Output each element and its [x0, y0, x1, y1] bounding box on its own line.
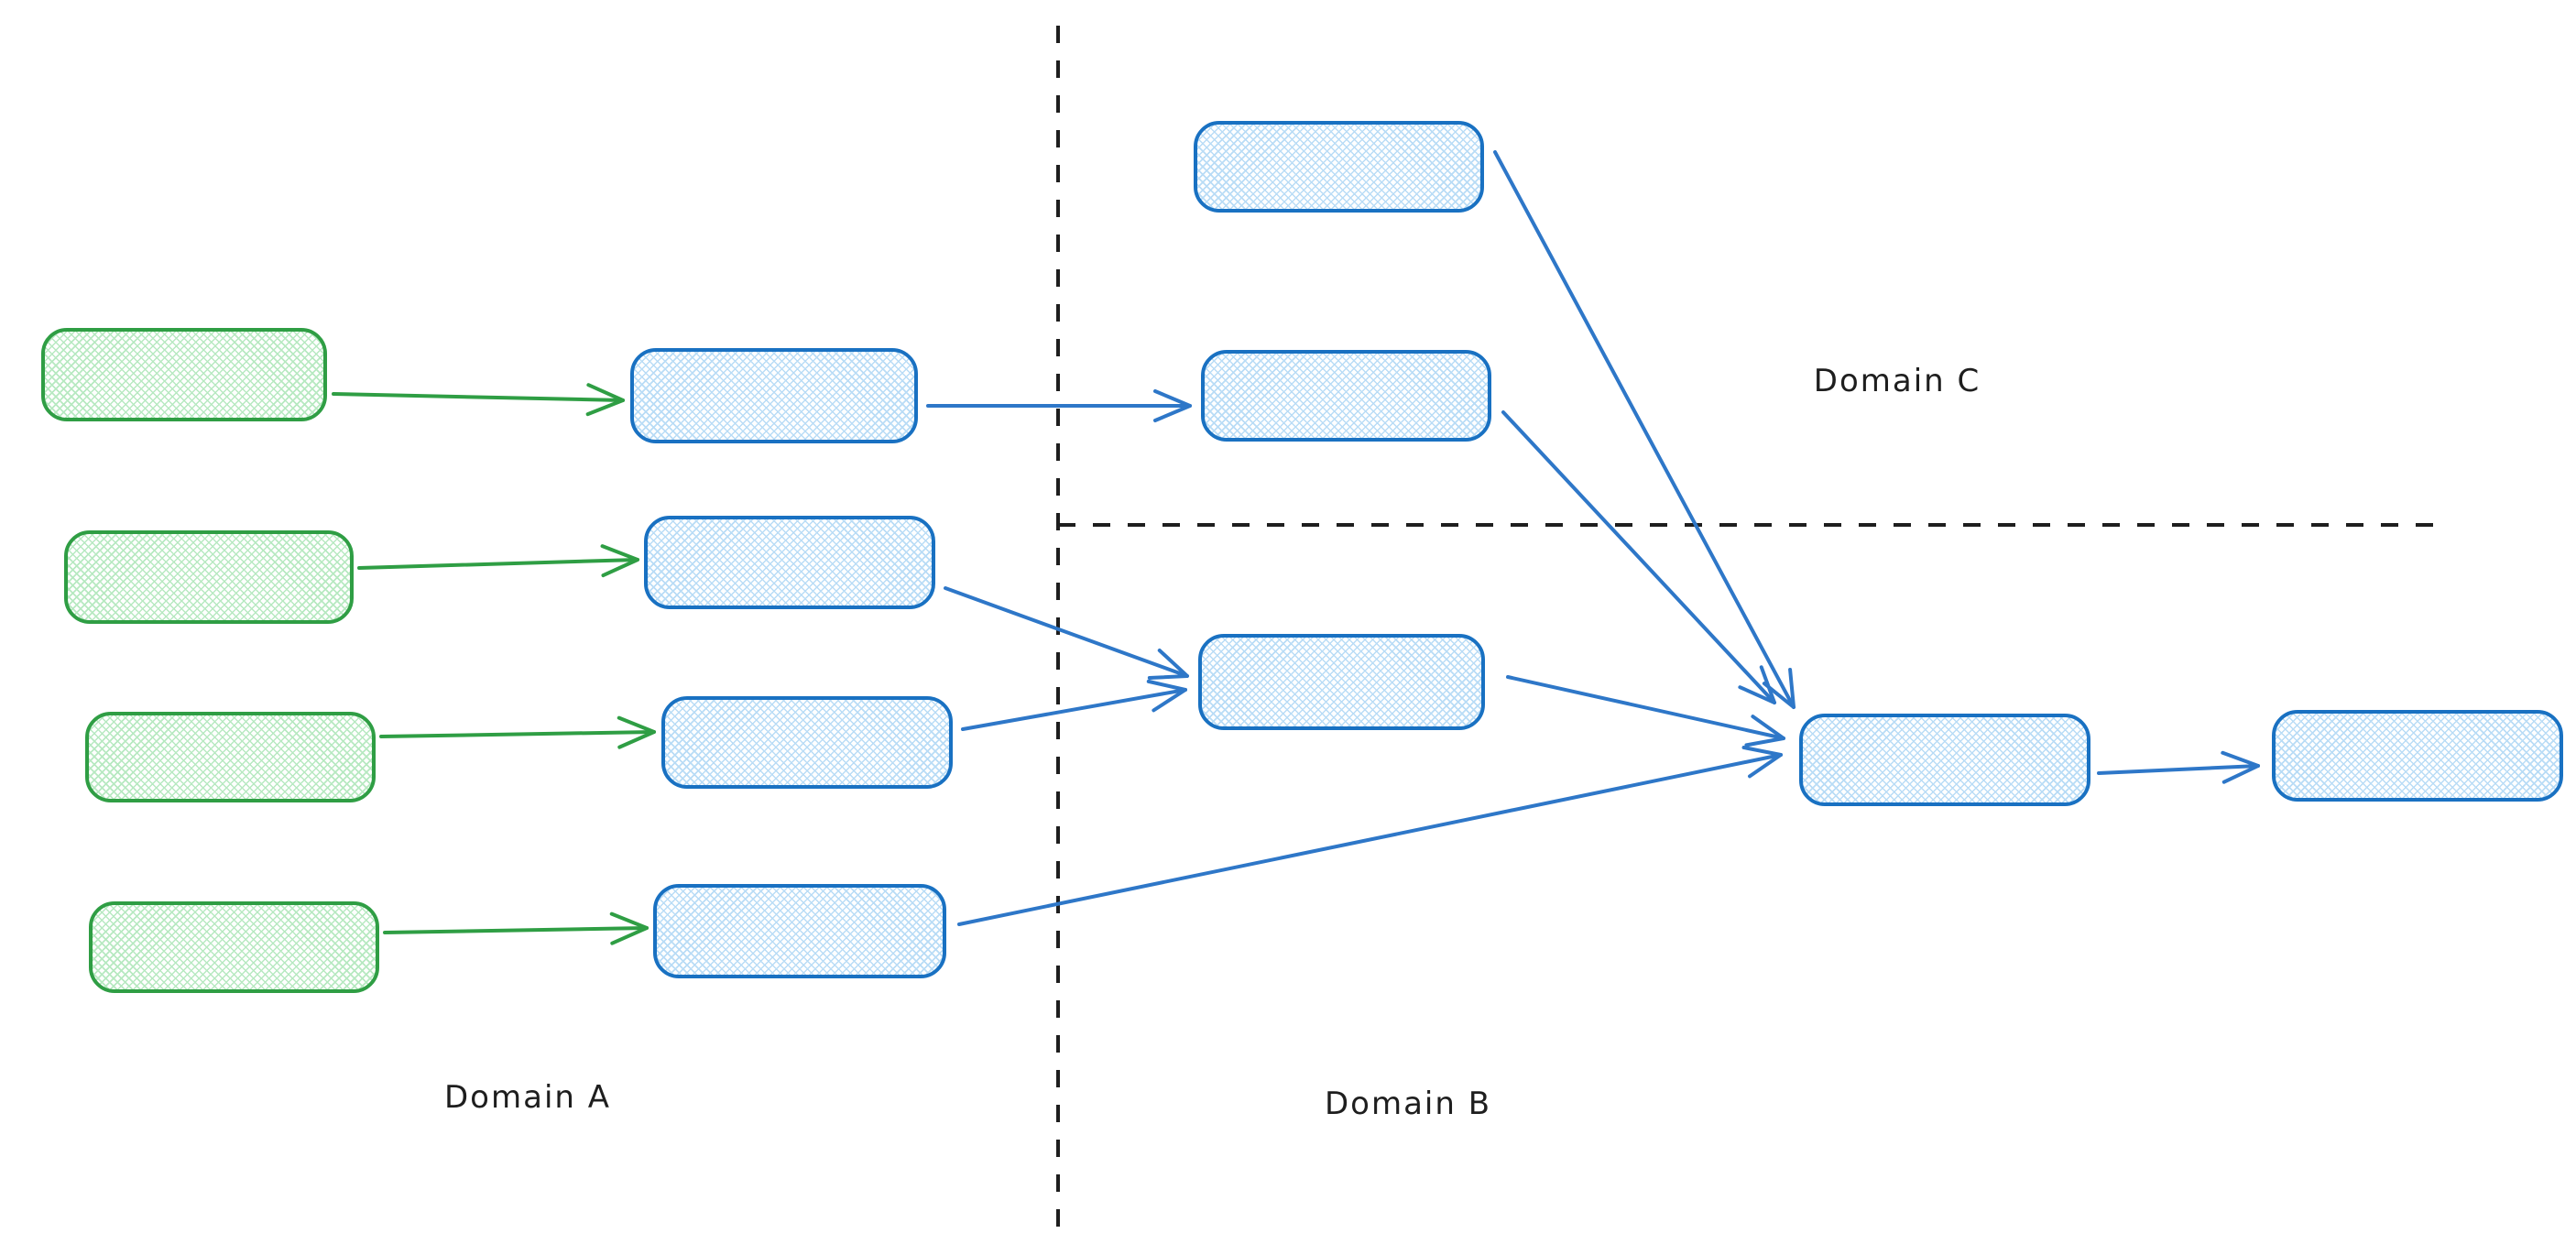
edge-step3-mid3 [961, 679, 1187, 731]
edge-mid3-hub [1506, 675, 1785, 748]
node-step-1 [630, 348, 918, 443]
domain-b-label: Domain B [1324, 1086, 1492, 1122]
domain-a-label: Domain A [444, 1079, 611, 1116]
node-mid-3 [1198, 634, 1485, 730]
node-source-4 [89, 901, 379, 993]
edge-hub-output [2097, 750, 2260, 784]
edges [332, 150, 2260, 945]
edge-mid1-hub [1493, 150, 1796, 709]
node-source-1 [41, 328, 327, 421]
node-step-4 [653, 884, 946, 978]
edge-step4-hub [957, 746, 1783, 926]
node-mid-2 [1201, 350, 1491, 442]
node-mid-1 [1194, 121, 1484, 213]
node-source-3 [85, 712, 376, 802]
domain-c-label: Domain C [1813, 363, 1981, 399]
edge-source1-step1 [332, 383, 625, 417]
edge-source2-step2 [357, 544, 639, 578]
node-step-3 [661, 696, 953, 789]
node-output [2272, 710, 2563, 802]
edge-source4-step4 [383, 911, 649, 945]
edge-mid2-hub [1501, 410, 1776, 704]
edge-step2-mid3 [944, 586, 1189, 681]
node-step-2 [644, 516, 935, 609]
edge-source3-step3 [379, 715, 656, 749]
node-hub [1799, 714, 2090, 806]
node-source-2 [64, 530, 354, 624]
